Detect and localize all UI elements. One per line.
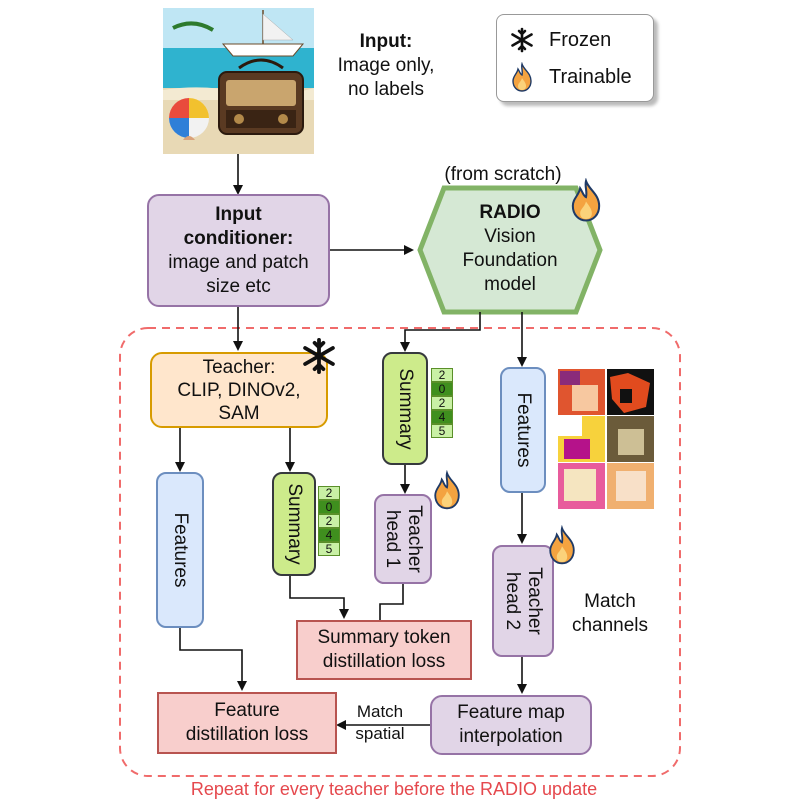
radio-title: RADIO (479, 202, 541, 223)
summary-mid-box: Summary (382, 352, 428, 465)
teacher-head-1-label: Teacher head 1 (381, 505, 425, 573)
summary-left-label: Summary (284, 483, 305, 565)
match-spatial-line2: spatial (355, 724, 405, 743)
summary-loss-line2: distillation loss (322, 651, 446, 672)
legend-box: Frozen Trainable (496, 14, 654, 102)
input-conditioner-box: Input conditioner: image and patch size … (147, 194, 330, 307)
token-cell: 0 (318, 500, 340, 514)
teacher-head-1-box: Teacher head 1 (374, 494, 432, 584)
head2-flame-icon (549, 525, 575, 565)
summary-loss-line1: Summary token (317, 627, 451, 648)
token-cell: 5 (318, 542, 340, 556)
interpolation-box: Feature map interpolation (430, 695, 592, 755)
token-cell: 2 (431, 368, 453, 382)
repeat-region (119, 327, 681, 777)
match-spatial-line1: Match (356, 702, 404, 721)
head1-flame-icon (434, 470, 460, 510)
teacher-head-2-line1: Teacher (524, 567, 545, 635)
teacher-head-1-line2: head 1 (382, 509, 403, 569)
match-channels-label: Match channels (560, 590, 660, 638)
features-right-label: Features (513, 392, 534, 468)
interpolation-line2: interpolation (459, 726, 563, 747)
repeat-caption: Repeat for every teacher before the RADI… (190, 779, 598, 799)
features-left-box: Features (156, 472, 204, 628)
token-cell: 5 (431, 424, 453, 438)
match-spatial-label: Match spatial (338, 701, 422, 745)
radio-line1: Vision (484, 226, 536, 247)
token-cell: 0 (431, 382, 453, 396)
radio-hexagon (417, 185, 603, 315)
radio-flame-icon (571, 178, 601, 222)
legend-trainable: Trainable (509, 62, 632, 92)
features-right-box: Features (500, 367, 546, 493)
token-cell: 2 (318, 514, 340, 528)
summary-left-tokens: 2 0 2 4 5 (318, 486, 340, 556)
input-image (163, 8, 314, 154)
legend-frozen-label: Frozen (549, 28, 612, 51)
teacher-head-2-box: Teacher head 2 (492, 545, 554, 657)
input-label-line2: no labels (347, 79, 425, 100)
summary-mid-tokens: 2 0 2 4 5 (431, 368, 453, 438)
token-cell: 2 (318, 486, 340, 500)
flame-icon (512, 62, 532, 92)
match-channels-line2: channels (571, 615, 649, 636)
arrow-radio-to-summary (400, 312, 481, 352)
radio-line2: Foundation (462, 250, 558, 271)
snowflake-icon (511, 27, 533, 53)
input-label: Input: Image only, no labels (322, 30, 450, 102)
legend-frozen: Frozen (509, 27, 611, 53)
input-conditioner-title: Input conditioner: (183, 203, 294, 249)
teacher-snowflake-icon (303, 338, 335, 374)
token-cell: 2 (431, 396, 453, 410)
input-conditioner-line2: size etc (206, 275, 271, 297)
input-label-title: Input: (359, 31, 413, 52)
radio-label: RADIO Vision Foundation model (440, 201, 580, 297)
radio-line3: model (484, 274, 536, 295)
summary-left-box: Summary (272, 472, 316, 576)
interpolation-line1: Feature map (457, 702, 565, 723)
legend-trainable-label: Trainable (549, 65, 632, 88)
arrow-features-to-loss (179, 628, 247, 691)
match-channels-line1: Match (584, 591, 636, 612)
line-head1-to-loss (379, 584, 404, 620)
arrow-summary-to-loss (289, 576, 349, 619)
summary-loss-box: Summary token distillation loss (296, 620, 472, 680)
summary-mid-label: Summary (395, 367, 416, 450)
teacher-line1: Teacher: (202, 356, 276, 378)
input-label-line1: Image only, (337, 55, 435, 76)
features-left-label: Features (170, 512, 191, 588)
teacher-line3: SAM (218, 402, 260, 424)
feature-map-grid (558, 369, 654, 509)
radio-note: (from scratch) (444, 164, 562, 185)
input-conditioner-line1: image and patch (168, 251, 309, 273)
teacher-box: Teacher: CLIP, DINOv2, SAM (150, 352, 328, 428)
teacher-line2: CLIP, DINOv2, (177, 379, 301, 401)
feature-loss-box: Feature distillation loss (157, 692, 337, 754)
token-cell: 4 (431, 410, 453, 424)
token-cell: 4 (318, 528, 340, 542)
feature-loss-line1: Feature (214, 700, 280, 721)
teacher-head-1-line1: Teacher (404, 505, 425, 573)
teacher-head-2-line2: head 2 (502, 571, 523, 631)
feature-loss-line2: distillation loss (185, 724, 309, 745)
teacher-head-2-label: Teacher head 2 (501, 567, 545, 635)
